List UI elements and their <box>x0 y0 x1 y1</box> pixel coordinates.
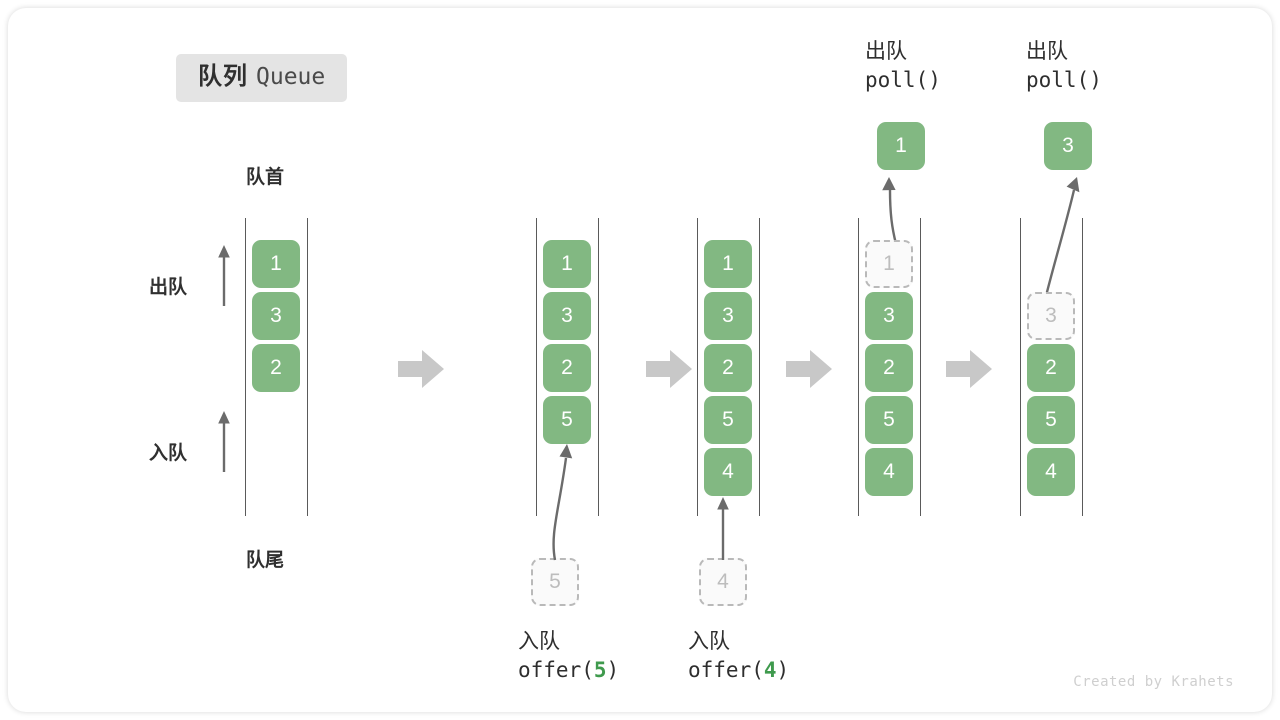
stage3-rail-left <box>697 218 698 516</box>
operation-code-prefix: offer( <box>518 658 594 683</box>
enqueue-direction-label: 入队 <box>149 443 188 464</box>
operation-code-prefix: poll( <box>865 68 929 93</box>
queue-head-label: 队首 <box>246 167 285 188</box>
operation-label-poll-3: 出队 poll() <box>1026 38 1102 94</box>
stage1-rail-left <box>245 218 246 516</box>
stage2-item-1: 3 <box>543 292 591 340</box>
stage5-popped-item: 3 <box>1044 122 1092 170</box>
stage3-item-1: 3 <box>704 292 752 340</box>
stage3-item-3: 5 <box>704 396 752 444</box>
operation-code-suffix: ) <box>1089 68 1102 93</box>
stage1-item-0: 1 <box>252 240 300 288</box>
stage3-item-4: 4 <box>704 448 752 496</box>
operation-cn-poll-1: 出队 <box>865 40 907 63</box>
operation-code-suffix: ) <box>606 658 620 683</box>
stage5-rail-left <box>1020 218 1021 516</box>
stage5-dequeue-arrow-icon <box>1044 177 1080 297</box>
stage4-item-2: 5 <box>865 396 913 444</box>
operation-code-poll-3: poll() <box>1026 66 1102 94</box>
stage5-rail-right <box>1082 218 1083 516</box>
stage2-rail-right <box>598 218 599 516</box>
stage4-rail-left <box>858 218 859 516</box>
operation-cn-offer-4: 入队 <box>688 630 730 653</box>
stage2-item-3: 5 <box>543 396 591 444</box>
stage3-enqueue-arrow-icon <box>717 497 729 560</box>
stage2-item-0: 1 <box>543 240 591 288</box>
stage5-item-2: 4 <box>1027 448 1075 496</box>
dequeue-direction-arrow-icon <box>218 245 230 306</box>
operation-label-poll-1: 出队 poll() <box>865 38 941 94</box>
stage1-item-1: 3 <box>252 292 300 340</box>
operation-label-offer-5: 入队 offer(5) <box>518 628 619 684</box>
stage-transition-arrow-2-icon <box>646 350 692 388</box>
stage2-item-2: 2 <box>543 344 591 392</box>
stage4-item-3: 4 <box>865 448 913 496</box>
operation-cn-poll-3: 出队 <box>1026 40 1068 63</box>
operation-code-prefix: poll( <box>1026 68 1090 93</box>
stage1-rail-right <box>307 218 308 516</box>
operation-code-suffix: ) <box>776 658 790 683</box>
stage4-item-1: 2 <box>865 344 913 392</box>
operation-code-arg: 5 <box>593 658 607 683</box>
queue-tail-label: 队尾 <box>246 550 285 571</box>
stage2-pending-item: 5 <box>531 558 579 606</box>
stage4-removed-item: 1 <box>865 240 913 288</box>
stage5-removed-item: 3 <box>1027 292 1075 340</box>
stage2-rail-left <box>536 218 537 516</box>
stage4-rail-right <box>920 218 921 516</box>
operation-code-poll-1: poll() <box>865 66 941 94</box>
operation-code-offer-4: offer(4) <box>688 656 789 684</box>
stage1-item-2: 2 <box>252 344 300 392</box>
stage3-pending-item: 4 <box>699 558 747 606</box>
operation-code-offer-5: offer(5) <box>518 656 619 684</box>
stage5-item-0: 2 <box>1027 344 1075 392</box>
diagram-title-cn: 队列 <box>198 63 248 90</box>
operation-code-prefix: offer( <box>688 658 764 683</box>
diagram-title-badge: 队列 Queue <box>176 54 348 102</box>
operation-code-suffix: ) <box>928 68 941 93</box>
stage-transition-arrow-3-icon <box>786 350 832 388</box>
stage4-item-0: 3 <box>865 292 913 340</box>
stage3-rail-right <box>759 218 760 516</box>
diagram-title-en: Queue <box>256 64 326 90</box>
enqueue-direction-arrow-icon <box>218 411 230 472</box>
operation-cn-offer-5: 入队 <box>518 630 560 653</box>
operation-code-arg: 4 <box>763 658 777 683</box>
watermark-credit: Created by Krahets <box>1073 674 1234 690</box>
stage3-item-2: 2 <box>704 344 752 392</box>
stage4-popped-item: 1 <box>877 122 925 170</box>
operation-label-offer-4: 入队 offer(4) <box>688 628 789 684</box>
stage-transition-arrow-4-icon <box>946 350 992 388</box>
dequeue-direction-label: 出队 <box>149 277 188 298</box>
stage3-item-0: 1 <box>704 240 752 288</box>
stage-transition-arrow-1-icon <box>398 350 444 388</box>
stage2-enqueue-arrow-icon <box>552 444 573 561</box>
stage4-dequeue-arrow-icon <box>882 177 898 245</box>
diagram-card: 队列 Queue 队首 队尾 出队 入队 1 3 2 1 3 2 5 <box>8 8 1272 712</box>
stage5-item-1: 5 <box>1027 396 1075 444</box>
